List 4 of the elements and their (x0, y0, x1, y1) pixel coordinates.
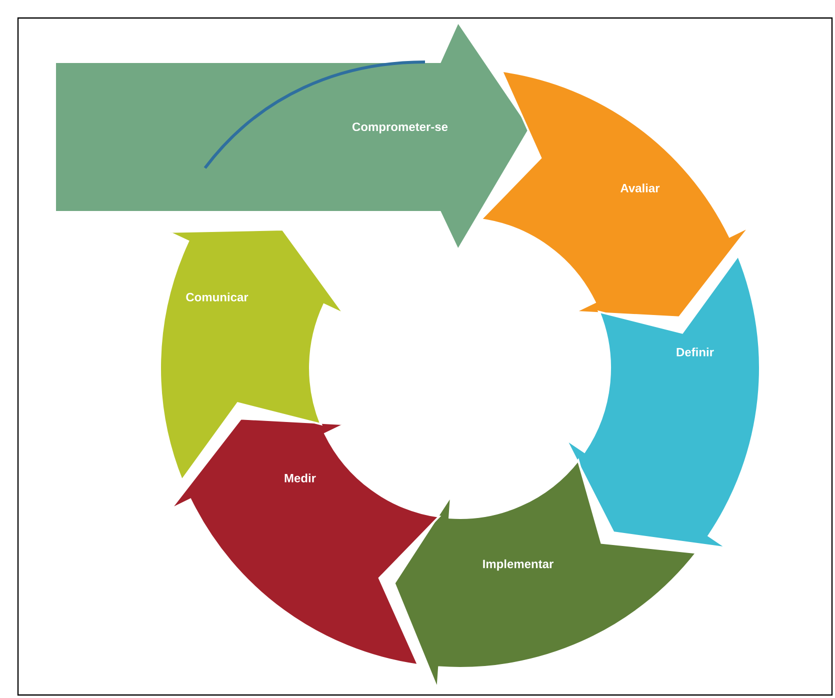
arrow-segment: Definir (565, 254, 761, 550)
arrow-segment: Implementar (393, 459, 698, 690)
arrow-segment: Avaliar (480, 70, 750, 318)
arrow-segment: Medir (170, 418, 440, 666)
